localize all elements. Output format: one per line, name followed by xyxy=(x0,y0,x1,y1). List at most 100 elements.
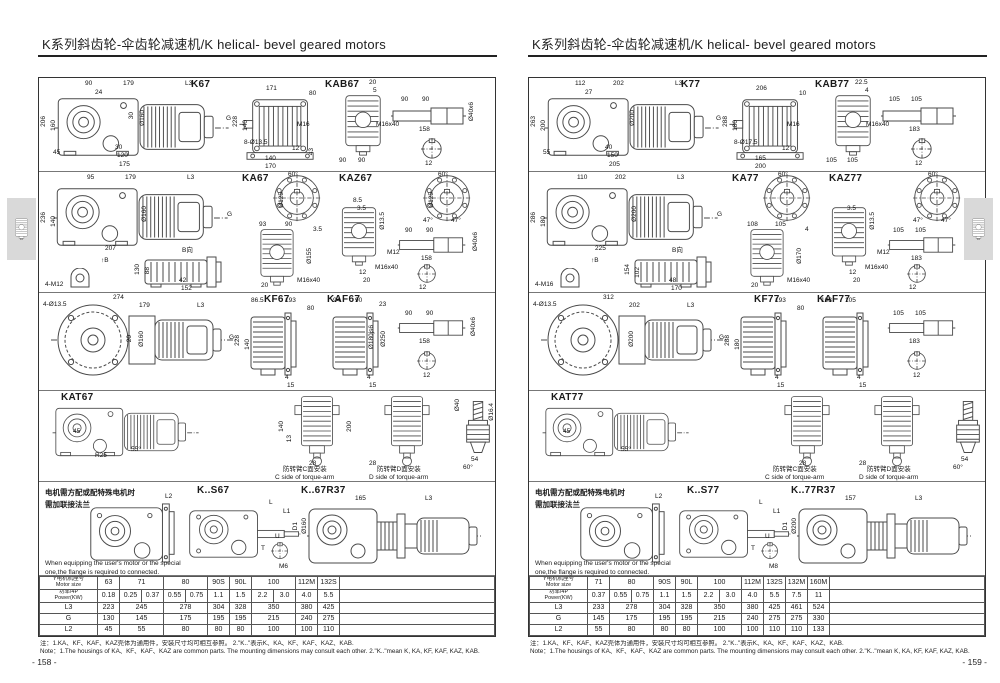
dim-label: 4-Ø13.5 xyxy=(43,301,67,308)
dim-label: 180 xyxy=(734,339,741,350)
dim-label: 171 xyxy=(266,85,277,92)
table-cell: 112M xyxy=(741,576,765,590)
table-cell: 330 xyxy=(807,613,831,625)
dim-label: 105 xyxy=(911,96,922,103)
dim-label: M16x40 xyxy=(376,121,400,128)
dim-label: M8 xyxy=(769,563,779,570)
table-cell: 350 xyxy=(251,602,297,614)
torque-arm-d-caption-zh: 防转臂D面安装 xyxy=(867,466,911,473)
dim-label: L1 xyxy=(283,508,291,515)
table-cell xyxy=(829,589,985,603)
dim-label: 60° xyxy=(778,171,788,178)
table-cell: 0.18 xyxy=(97,589,120,603)
dim-label: 12 xyxy=(915,160,923,167)
shaft-section-drawing xyxy=(907,351,927,371)
page-title: K系列斜齿轮-伞齿轮减速机/K helical- bevel geared mo… xyxy=(42,37,387,52)
dim-label: 45 xyxy=(563,428,571,435)
dim-label: 225 xyxy=(595,245,606,252)
dim-label: 4 xyxy=(367,374,371,381)
table-cell: 130 xyxy=(97,613,120,625)
dim-label: 28 xyxy=(799,460,807,467)
dim-label: 152 xyxy=(181,285,192,292)
dim-label: T xyxy=(751,545,755,552)
flange-note-zh: 电机需方配或配特殊电机时 需加联接法兰 xyxy=(45,487,135,511)
table-cell xyxy=(829,602,985,614)
flange-note-en-line2: one,the flange is required to connected. xyxy=(45,568,160,576)
table-cell: L2 xyxy=(529,624,588,636)
shaft-section-drawing xyxy=(761,542,779,560)
page-left: K系列斜齿轮-伞齿轮减速机/K helical- bevel geared mo… xyxy=(32,0,497,683)
dim-label: 130 xyxy=(134,264,141,275)
table-cell: 100 xyxy=(741,624,765,636)
table-cell: L3 xyxy=(39,602,98,614)
table-cell xyxy=(829,613,985,625)
dim-label: 183 xyxy=(909,126,920,133)
vertical-unit-drawing xyxy=(825,206,873,266)
dim-label: U xyxy=(765,533,770,540)
dim-label: 3.5 xyxy=(357,205,367,212)
shaft-section-drawing xyxy=(421,138,443,160)
dim-label: 47° xyxy=(451,217,461,224)
shaft-detail-drawing xyxy=(881,106,957,126)
dim-label: 105 xyxy=(893,310,904,317)
dim-label: 12 xyxy=(425,160,433,167)
table-cell xyxy=(829,576,985,590)
table-cell: 80 xyxy=(163,624,209,636)
table-cell: 0.37 xyxy=(587,589,610,603)
table-cell: 100 xyxy=(697,624,743,636)
dim-label: 20 xyxy=(751,282,759,289)
dim-label: 105 xyxy=(893,227,904,234)
section-flange-ks77: 电机需方配或配特殊电机时 需加联接法兰 K..S77 K..77R37 When… xyxy=(529,482,985,576)
title-rule xyxy=(38,55,497,57)
table-cell: 7.5 xyxy=(785,589,809,603)
torque-arm-c-drawing xyxy=(781,395,833,467)
dim-label: 86.5 xyxy=(251,297,264,304)
dim-label: D1 xyxy=(782,522,789,531)
table-cell: 223 xyxy=(97,602,120,614)
dim-label: 157 xyxy=(845,495,856,502)
dim-label: L3 xyxy=(915,495,923,502)
dim-label: 263 xyxy=(530,116,537,127)
shaft-detail-drawing xyxy=(885,236,959,254)
flange-note-zh-line1: 电机需方配或配特殊电机时 xyxy=(535,488,625,497)
dim-label: 60° xyxy=(928,171,938,178)
dim-label: 80 xyxy=(309,90,317,97)
drawing-title: KAF77 xyxy=(817,294,851,305)
drawing-title: K..77R37 xyxy=(791,485,836,496)
torque-arm-d-caption-en: D side of torque-arm xyxy=(369,474,429,481)
table-cell: 245 xyxy=(118,602,165,614)
drawing-title: KAZ67 xyxy=(339,173,373,184)
flange-unit-drawing xyxy=(247,311,309,377)
dim-label: L3 xyxy=(425,495,433,502)
footnote-zh: 注：1.KA、KF、KAF、KAZ壳体为通用件，安装尺寸均可相互参照。 2."K… xyxy=(40,640,354,647)
flange-note-zh-line2: 需加联接法兰 xyxy=(45,500,90,509)
table-cell: 2.2 xyxy=(251,589,275,603)
dim-label: 140 xyxy=(242,120,249,131)
dim-label: 4-M16 xyxy=(535,281,554,288)
footnote-zh: 注：1.KA、KF、KAF、KAZ壳体为通用件，安装尺寸均可相互参照。 2."K… xyxy=(530,640,844,647)
dim-label: 183 xyxy=(909,338,920,345)
dim-label: 20 xyxy=(126,335,133,343)
dim-label: 207 xyxy=(105,245,116,252)
table-cell xyxy=(339,589,495,603)
dim-label: Ø13.5 xyxy=(379,212,386,230)
dim-label: Ø170 xyxy=(796,248,803,264)
dim-label: 90 xyxy=(339,157,347,164)
dim-label: 200 xyxy=(346,421,353,432)
table-cell: 350 xyxy=(697,602,743,614)
table-cell: 275 xyxy=(317,613,341,625)
dim-label: Ø40x6 xyxy=(472,232,479,252)
table-cell: 425 xyxy=(317,602,341,614)
dim-label: 90 xyxy=(285,221,293,228)
dim-label: 90 xyxy=(426,227,434,234)
vertical-unit-drawing xyxy=(743,228,791,286)
dim-label: Ø200 xyxy=(631,206,638,222)
table-cell xyxy=(339,624,495,636)
table-cell: 0.25 xyxy=(119,589,142,603)
dim-label: Ø125 xyxy=(278,192,285,208)
